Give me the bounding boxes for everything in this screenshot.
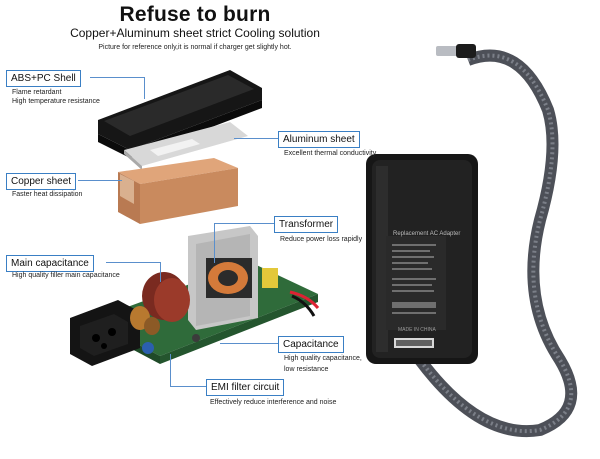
- page-title: Refuse to burn: [119, 3, 271, 26]
- callout-aluminum-desc: Excellent thermal conductivity: [284, 150, 377, 157]
- callout-shell-desc-2: High temperature resistance: [12, 98, 100, 105]
- page-subtitle: Copper+Aluminum sheet strict Cooling sol…: [70, 26, 320, 40]
- callout-copper-desc: Faster heat dissipation: [12, 191, 83, 198]
- callout-aluminum-line: [234, 138, 278, 139]
- callout-transformer-label: Transformer: [274, 216, 339, 233]
- callout-capacitance-desc-2: low resistance: [284, 366, 329, 373]
- callout-main-cap-label: Main capacitance: [6, 255, 94, 272]
- callout-emi-line-v: [170, 354, 171, 386]
- copper-sheet-image: [118, 158, 238, 224]
- pcb-assembly-image: [70, 226, 320, 366]
- abs-pc-shell-image: [98, 70, 262, 158]
- callout-main-cap-line-v: [160, 262, 161, 282]
- callout-shell-line: [90, 77, 144, 78]
- callout-aluminum-label: Aluminum sheet: [278, 131, 360, 148]
- adapter-made-in: MADE IN CHINA: [398, 327, 436, 333]
- callout-main-cap-desc: High quality filler main capacitance: [12, 272, 120, 279]
- callout-shell-desc-1: Flame retardant: [12, 89, 62, 96]
- callout-capacitance-desc-1: High quality capacitance,: [284, 355, 362, 362]
- callout-emi-line: [170, 386, 206, 387]
- adapter-label-heading: Replacement AC Adapter: [393, 231, 461, 237]
- callout-shell-label: ABS+PC Shell: [6, 70, 81, 87]
- callout-shell-line-v: [144, 77, 145, 99]
- callout-copper-label: Copper sheet: [6, 173, 77, 190]
- callout-emi-desc: Effectively reduce interference and nois…: [210, 399, 337, 406]
- callout-copper-line: [78, 180, 122, 181]
- callout-transformer-line: [214, 223, 274, 224]
- disclaimer-note: Picture for reference only,it is normal …: [98, 44, 292, 51]
- callout-transformer-line-v: [214, 223, 215, 263]
- callout-capacitance-line: [220, 343, 278, 344]
- callout-transformer-desc: Reduce power loss rapidly: [280, 236, 363, 243]
- callout-capacitance-label: Capacitance: [278, 336, 344, 353]
- callout-emi-label: EMI filter circuit: [206, 379, 285, 396]
- adapter-image: [366, 44, 578, 438]
- callout-main-cap-line: [106, 262, 160, 263]
- aluminum-sheet-image: [124, 122, 248, 170]
